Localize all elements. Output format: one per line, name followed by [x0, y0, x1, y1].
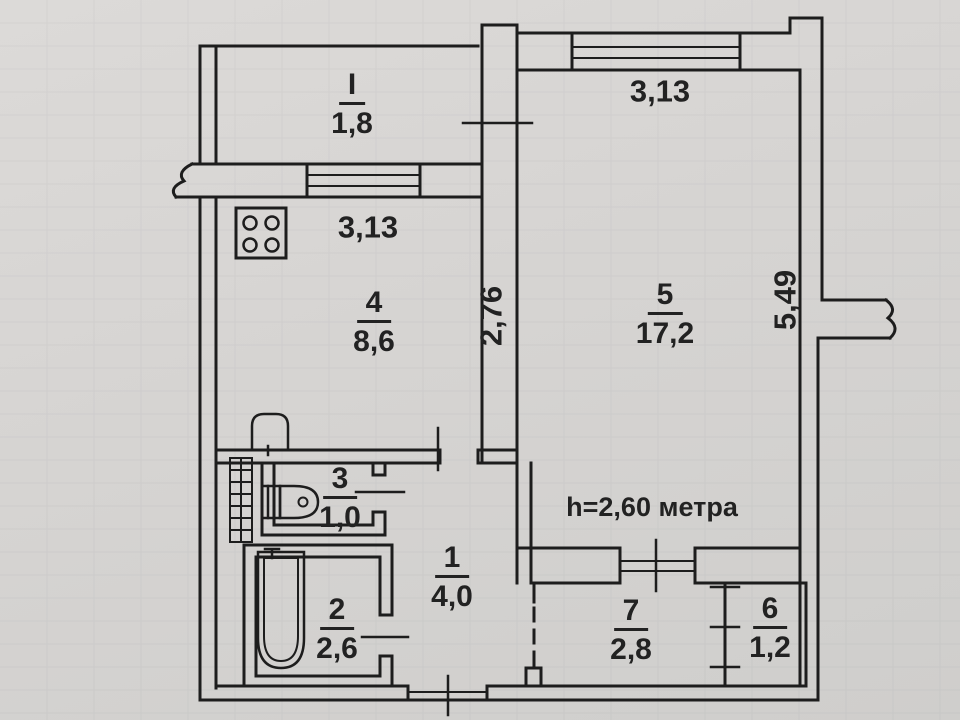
room-number: 3 [322, 463, 358, 499]
bottom-exterior-wall [198, 684, 820, 702]
wall-break-mark [883, 297, 897, 341]
room-area: 1,0 [319, 500, 361, 534]
wall-break-mark [171, 161, 195, 200]
room-label-corridor: 7 2,8 [610, 595, 652, 665]
living-top-wall [515, 16, 824, 72]
room-number: 5 [647, 279, 683, 315]
room-area: 2,8 [610, 632, 652, 666]
room-label-kitchen: 4 8,6 [353, 287, 395, 357]
window-symbol-living [570, 31, 742, 72]
kitchen-living-wall [480, 23, 519, 550]
room-label-hall: 1 4,0 [431, 542, 473, 612]
dimension-kitchen-window: 3,13 [337, 209, 399, 245]
room-area: 1,8 [331, 106, 373, 140]
room-number: I [338, 69, 366, 105]
closet-door-ticks [709, 585, 741, 669]
walls [171, 16, 897, 702]
ceiling-height-note: h=2,60 метра [566, 491, 738, 522]
left-exterior-wall [198, 195, 218, 702]
window-symbol-kitchen [305, 162, 422, 199]
room-label-wc: 3 1,0 [319, 463, 361, 533]
room-number: 4 [356, 287, 392, 323]
room-area: 1,2 [749, 630, 791, 664]
dimension-living-window: 3,13 [629, 73, 691, 109]
bathtub-icon [256, 547, 306, 670]
dimension-kitchen-depth: 2,76 [473, 285, 509, 347]
room-area: 17,2 [635, 316, 695, 350]
toilet-icon [260, 484, 320, 520]
fixtures [229, 206, 320, 670]
vent-shaft-hatch [229, 457, 253, 543]
room-area: 2,6 [316, 631, 358, 665]
room-area: 8,6 [353, 324, 395, 358]
living-corridor-wall [515, 546, 808, 585]
room-label-closet: 6 1,2 [749, 593, 791, 663]
balcony-walls [198, 44, 480, 166]
stove-icon [234, 206, 288, 260]
dimension-living-depth: 5,49 [767, 269, 803, 331]
room-label-bath: 2 2,6 [316, 594, 358, 664]
room-area: 4,0 [431, 579, 473, 613]
room-label-balcony: I 1,8 [331, 69, 373, 139]
hall-corridor-partition [524, 581, 543, 688]
kitchen-hall-wall [214, 448, 519, 465]
sink-icon [250, 412, 290, 457]
room-number: 1 [434, 542, 470, 578]
room-number: 7 [613, 595, 649, 631]
room-number: 6 [752, 593, 788, 629]
door-ticks [354, 121, 741, 717]
kitchen-window-wall [171, 161, 482, 200]
hall-living-wall [515, 461, 533, 585]
room-label-living: 5 17,2 [636, 279, 694, 349]
room-number: 2 [319, 594, 355, 630]
bathroom-walls [242, 543, 394, 688]
